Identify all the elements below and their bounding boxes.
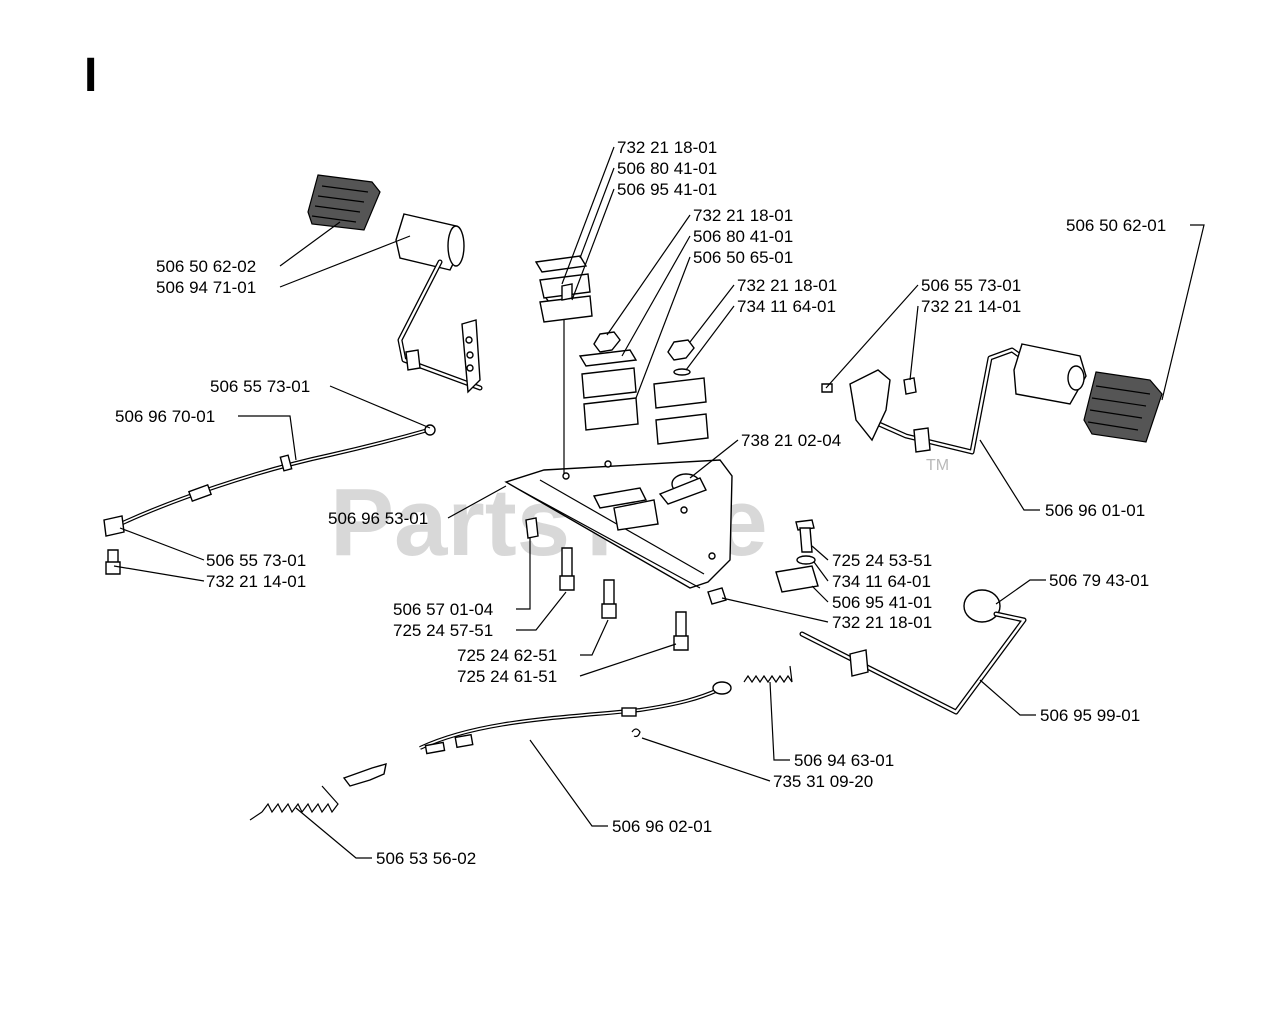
part-label-506-53-56-02: 506 53 56-02 (376, 849, 476, 868)
part-label-732-21-18-01-b: 732 21 18-01 (693, 206, 793, 225)
leader-lines (113, 146, 1205, 859)
part-label-506-55-73-01-b: 506 55 73-01 (206, 551, 306, 570)
part-label-506-55-73-01-c: 506 55 73-01 (921, 276, 1021, 295)
part-label-725-24-61-51: 725 24 61-51 (457, 667, 557, 686)
part-label-725-24-57-51: 725 24 57-51 (393, 621, 493, 640)
part-label-734-11-64-01-a: 734 11 64-01 (737, 297, 836, 316)
part-label-506-96-02-01: 506 96 02-01 (612, 817, 712, 836)
part-label-732-21-18-01-a: 732 21 18-01 (617, 138, 717, 157)
middle-nut-stack (578, 331, 639, 431)
part-label-725-24-62-51: 725 24 62-51 (457, 646, 557, 665)
part-label-506-79-43-01: 506 79 43-01 (1049, 571, 1149, 590)
part-label-506-94-63-01: 506 94 63-01 (794, 751, 894, 770)
part-label-734-11-64-01-b: 734 11 64-01 (832, 572, 931, 591)
part-label-735-31-09-20: 735 31 09-20 (773, 772, 873, 791)
left-pedal-pad (307, 174, 381, 231)
section-letter: I (84, 49, 98, 102)
part-label-732-21-18-01-d: 732 21 18-01 (832, 613, 932, 632)
part-label-506-94-71-01: 506 94 71-01 (156, 278, 256, 297)
watermark-trademark: TM (926, 457, 949, 474)
left-cable (103, 424, 436, 575)
lower-cable (342, 681, 732, 787)
part-label-732-21-18-01-c: 732 21 18-01 (737, 276, 837, 295)
part-label-506-50-62-02: 506 50 62-02 (156, 257, 256, 276)
part-label-506-80-41-01-a: 506 80 41-01 (617, 159, 717, 178)
knob-lever (799, 589, 1027, 715)
left-pedal-arm (395, 213, 483, 394)
part-label-506-50-65-01: 506 50 65-01 (693, 248, 793, 267)
part-label-506-96-53-01: 506 96 53-01 (328, 509, 428, 528)
left-nut-stack (534, 255, 593, 323)
part-label-732-21-14-01-b: 732 21 14-01 (921, 297, 1021, 316)
part-label-506-55-73-01-a: 506 55 73-01 (210, 377, 310, 396)
plate-bolts (525, 517, 689, 651)
part-label-506-96-01-01: 506 96 01-01 (1045, 501, 1145, 520)
part-label-506-50-62-01: 506 50 62-01 (1066, 216, 1166, 235)
right-bolt-group (707, 519, 819, 605)
part-label-506-80-41-01-b: 506 80 41-01 (693, 227, 793, 246)
part-label-725-24-53-51: 725 24 53-51 (832, 551, 932, 570)
part-label-506-57-01-04: 506 57 01-04 (393, 600, 493, 619)
right-nut-stack (653, 339, 709, 445)
part-label-506-95-41-01-b: 506 95 41-01 (832, 593, 932, 612)
mounting-plate (504, 459, 733, 589)
part-label-732-21-14-01-a: 732 21 14-01 (206, 572, 306, 591)
right-pedal-arm (821, 343, 1087, 455)
part-labels: 732 21 18-01 506 80 41-01 506 95 41-01 7… (115, 138, 1166, 868)
part-label-738-21-02-04: 738 21 02-04 (741, 431, 841, 450)
part-label-506-96-70-01: 506 96 70-01 (115, 407, 215, 426)
right-pedal-pad (1083, 371, 1163, 443)
springs (249, 665, 793, 821)
part-label-506-95-99-01: 506 95 99-01 (1040, 706, 1140, 725)
part-label-506-95-41-01-a: 506 95 41-01 (617, 180, 717, 199)
